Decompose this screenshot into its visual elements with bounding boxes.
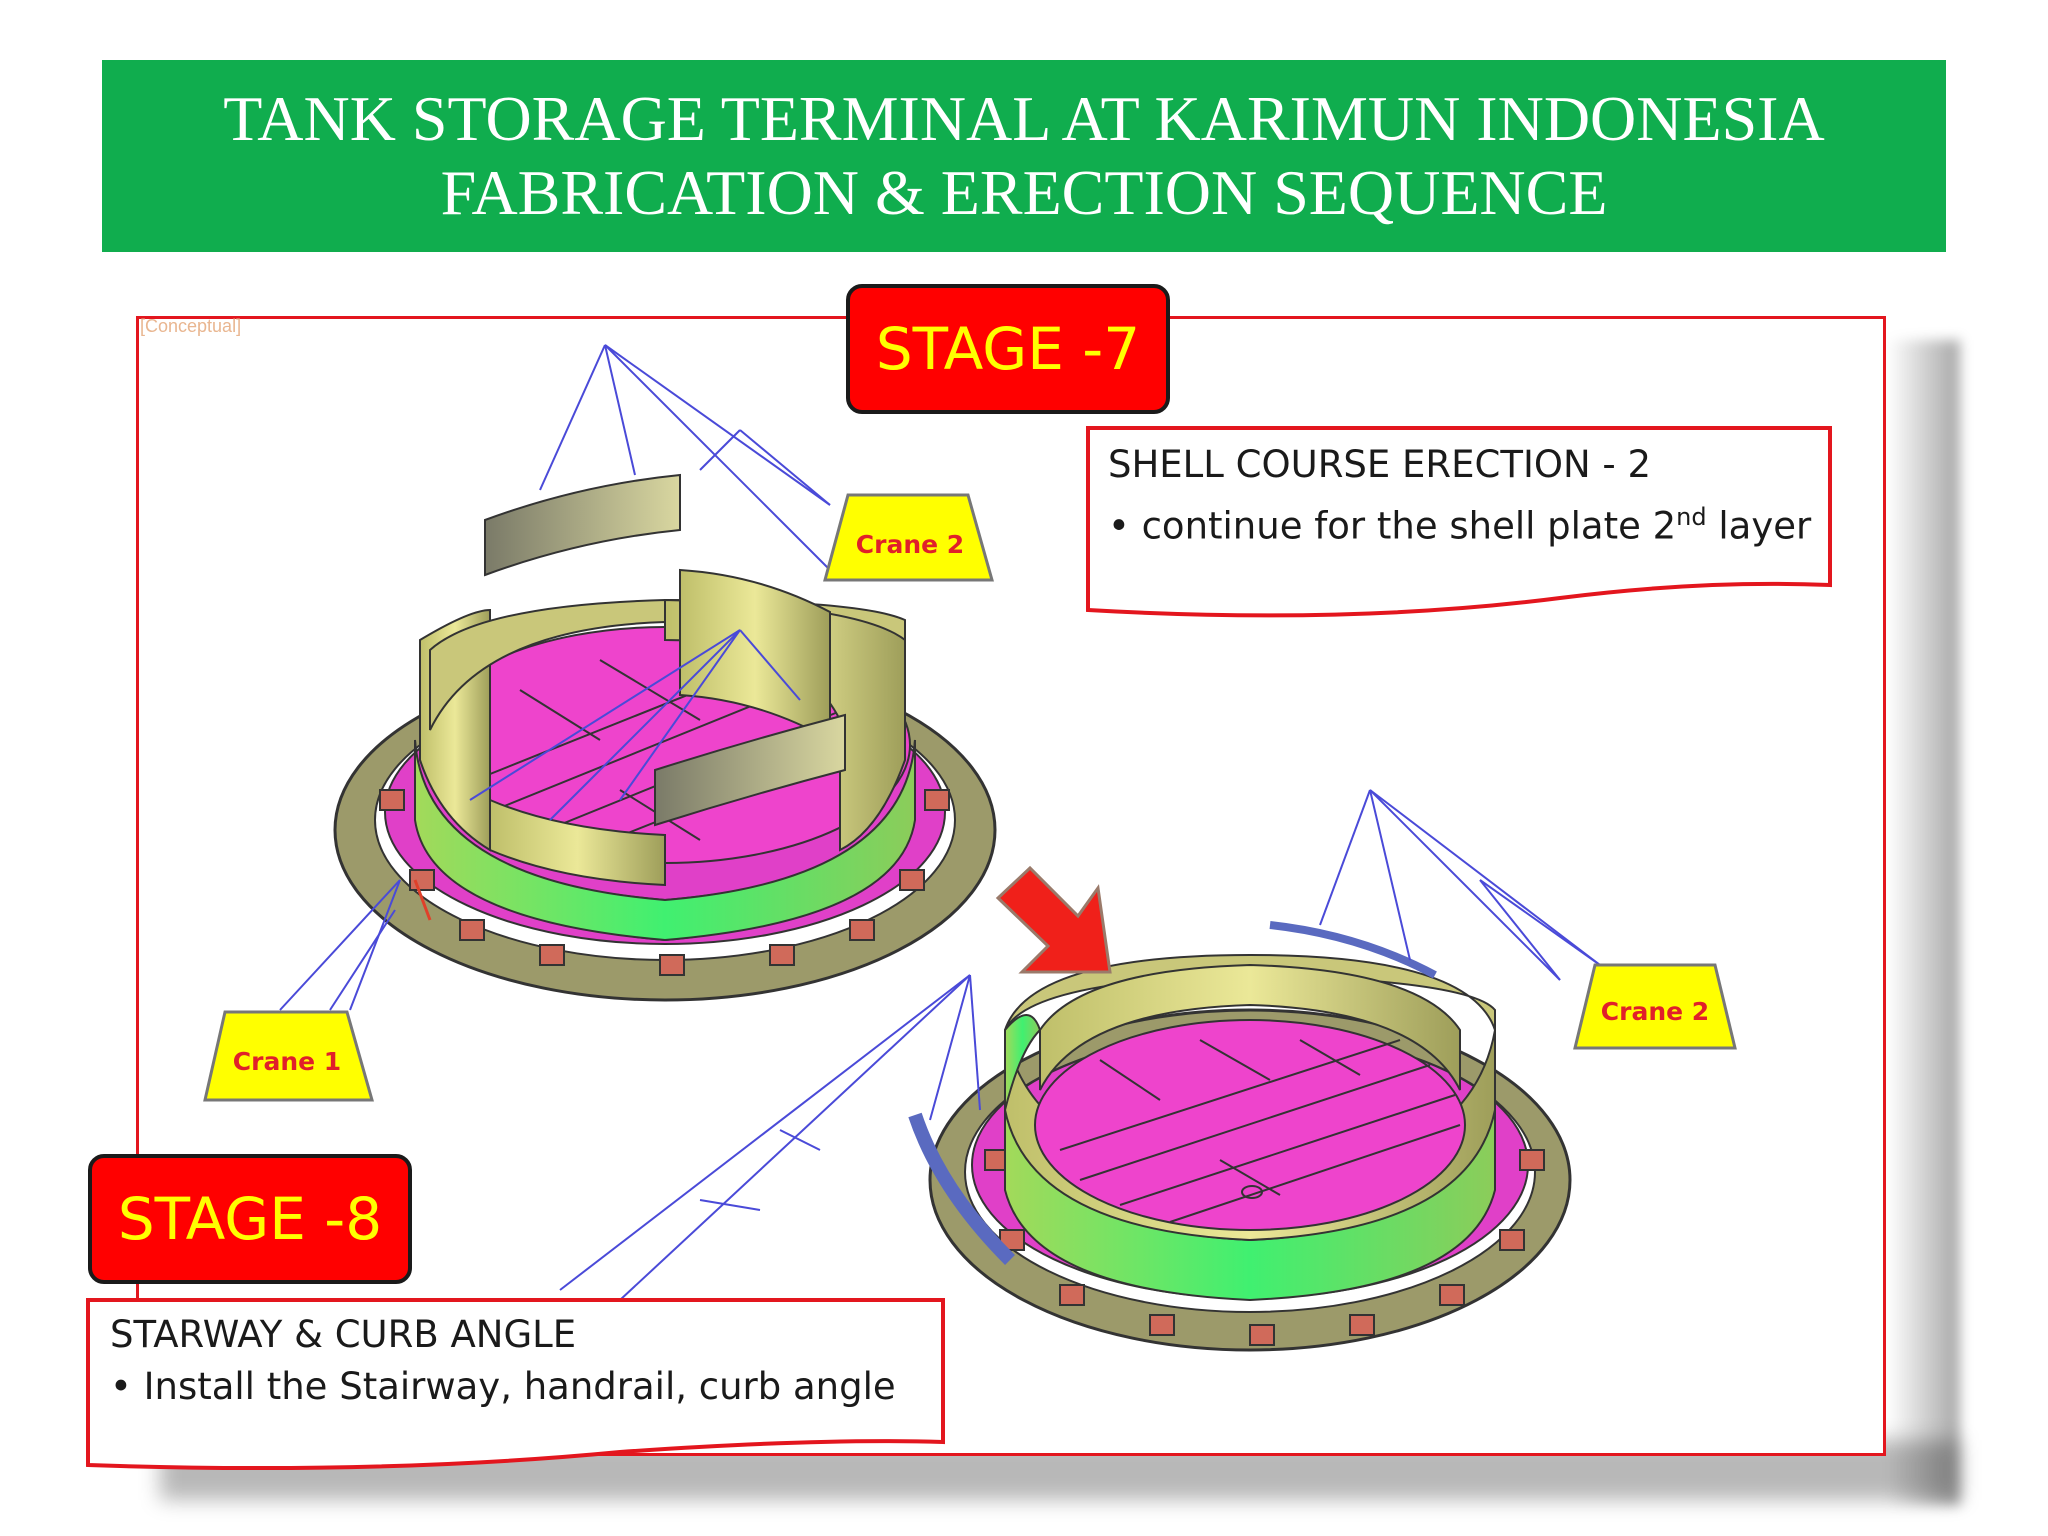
curb-angle-piece [1269,921,1437,979]
hanging-plate-1 [654,713,846,827]
stage-7-note-title: SHELL COURSE ERECTION - 2 [1108,443,1652,486]
stage-7-note-text: • continue for the shell plate 2 [1108,504,1677,548]
floor-plates-2 [1059,1039,1461,1223]
shell-plate-1c [489,798,666,887]
crane-2-top-label: Crane 2 [856,530,964,559]
crane-pad-2-top [823,493,994,582]
foundation-blocks-1 [379,789,950,976]
title-line-2: FABRICATION & ERECTION SEQUENCE [440,157,1608,228]
viewport-label: [Conceptual] [140,316,242,336]
crane-pad-1 [203,1010,374,1102]
shell-course-1-tank1 [414,739,916,942]
note-box-stage-7 [1086,426,1832,618]
stage-8-badge: STAGE -8 [88,1154,412,1284]
stairway-piece [908,1112,1015,1265]
tank-stage-7 [279,344,997,1011]
note-box-stage-8 [86,1298,945,1471]
stage-8-note-bullet: • Install the Stairway, handrail, curb a… [110,1365,896,1408]
arrow-icon [995,865,1112,974]
stage-7-badge: STAGE -7 [846,284,1170,414]
stage-7-note-bullet: • continue for the shell plate 2nd layer [1108,490,1811,553]
stage-8-note-title: STARWAY & CURB ANGLE [110,1313,577,1356]
stage-7-note-sup: nd [1676,503,1707,531]
crane-2-bottom-label: Crane 2 [1601,997,1709,1026]
stage-7-note: SHELL COURSE ERECTION - 2 • continue for… [1108,440,1811,553]
stage-7-note-suffix: layer [1706,504,1812,548]
hanging-plate-2 [484,473,681,577]
foundation-blocks-2 [984,1149,1545,1346]
crane-pad-2-bottom [1573,963,1737,1050]
stage-8-note: STARWAY & CURB ANGLE • Install the Stair… [110,1310,896,1414]
title-banner: TANK STORAGE TERMINAL AT KARIMUN INDONES… [102,60,1946,252]
tank-stage-8 [559,789,1601,1352]
title-line-1: TANK STORAGE TERMINAL AT KARIMUN INDONES… [223,83,1825,154]
crane-1-label: Crane 1 [233,1047,341,1076]
crane-rigging-2 [559,789,1601,1301]
crane-rigging-1 [279,344,831,1011]
